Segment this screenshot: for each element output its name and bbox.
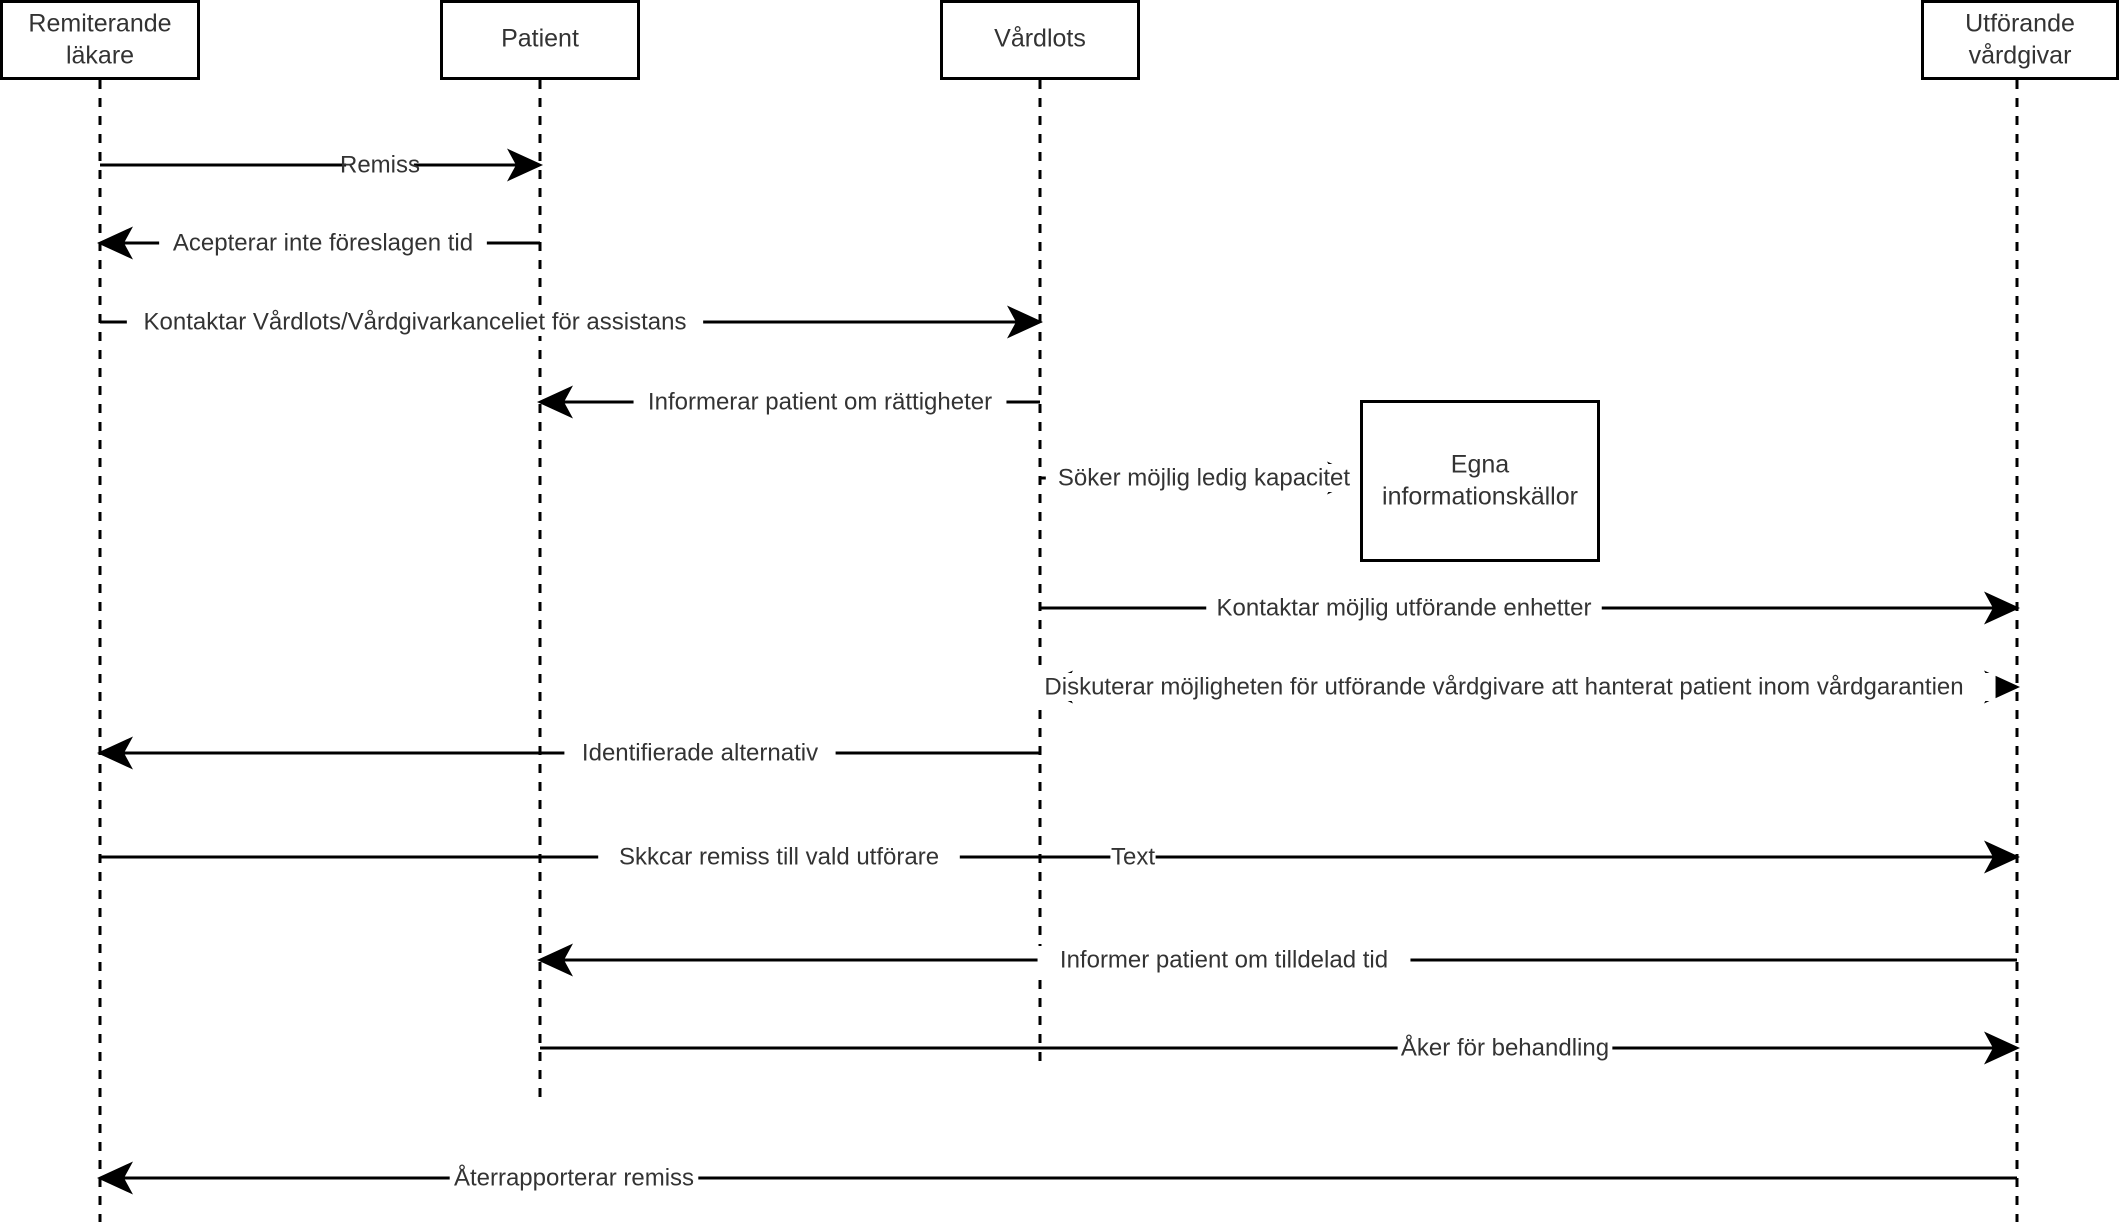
actor-label-utforande-line2: vårdgivar	[1969, 42, 2072, 70]
entity-label-egna-informationskallor: Egna	[1451, 451, 1509, 479]
lifelines-layer	[98, 80, 2019, 1222]
actor-box-utforande[interactable]: Utförande vårdgivar	[1921, 0, 2119, 80]
actors-layer: Remiterande läkare Patient Vårdlots Utförand…	[0, 0, 2119, 80]
entity-box-egna-informationskallor[interactable]: Egna informationskällor	[1360, 400, 1600, 562]
message-label-m1: Remiss	[340, 151, 420, 178]
entity-box-rect-egna-informationskallor	[1360, 400, 1600, 562]
message-m1[interactable]: Remiss	[100, 148, 543, 182]
message-label-backdrop-m9	[598, 843, 960, 871]
actor-box-remiterande[interactable]: Remiterande läkare	[0, 0, 200, 80]
message-label-m5: Söker möjlig ledig kapacitet	[1058, 464, 1350, 491]
entity-label-egna-informationskallor-line2: informationskällor	[1382, 483, 1578, 511]
message-label-m2: Acepterar inte föreslagen tid	[173, 229, 473, 256]
message-label-m10: Informer patient om tilldelad tid	[1060, 946, 1388, 973]
message-label-backdrop-m11	[1397, 1034, 1613, 1062]
message-m9b[interactable]: Text	[1110, 843, 1156, 871]
message-label-m8: Identifierade alternativ	[582, 739, 818, 766]
message-label-m3: Kontaktar Vårdlots/Vårdgivarkanceliet fö…	[144, 308, 687, 335]
actor-box-rect-vardlots	[940, 0, 1140, 80]
actor-box-rect-utforande	[1921, 0, 2119, 80]
actor-label-remiterande: Remiterande	[28, 10, 171, 38]
actor-box-patient[interactable]: Patient	[440, 0, 640, 80]
message-label-backdrop-m5	[1045, 464, 1363, 492]
message-label-m7: Diskuterar möjligheten för utförande vår…	[1044, 673, 1963, 700]
actor-label-utforande: Utförande	[1965, 10, 2075, 38]
message-m11[interactable]: Åker för behandling	[540, 1031, 2020, 1065]
message-m3[interactable]: Kontaktar Vårdlots/Vårdgivarkanceliet fö…	[100, 305, 1043, 339]
message-m12[interactable]: Återrapporterar remiss	[97, 1161, 2017, 1195]
actor-box-vardlots[interactable]: Vårdlots	[940, 0, 1140, 80]
actor-label-patient: Patient	[501, 25, 579, 53]
message-label-backdrop-m8	[564, 739, 836, 767]
message-m2[interactable]: Acepterar inte föreslagen tid	[97, 226, 540, 260]
message-m10[interactable]: Informer patient om tilldelad tid	[537, 943, 2017, 977]
message-m6[interactable]: Kontaktar möjlig utförande enhetter	[1040, 591, 2020, 625]
actor-label-remiterande-line2: läkare	[66, 42, 134, 70]
message-label-backdrop-m4	[633, 388, 1007, 416]
actor-box-rect-patient	[440, 0, 640, 80]
message-label-m6: Kontaktar möjlig utförande enhetter	[1217, 594, 1592, 621]
message-label-backdrop-m3	[126, 308, 704, 336]
message-label-backdrop-m2	[159, 229, 487, 257]
message-label-m9: Skkcar remiss till vald utförare	[619, 843, 939, 870]
message-label-m4: Informerar patient om rättigheter	[648, 388, 992, 415]
message-label-backdrop-m7	[1012, 673, 1996, 701]
message-label-m12: Återrapporterar remiss	[454, 1163, 694, 1191]
message-m7[interactable]: Diskuterar möjligheten för utförande vår…	[1012, 670, 2020, 704]
message-label-m9b: Text	[1111, 843, 1155, 870]
message-label-backdrop-m6	[1206, 594, 1602, 622]
message-m9[interactable]: Skkcar remiss till vald utförare	[100, 840, 2020, 874]
actor-box-rect-remiterande	[0, 0, 200, 80]
message-m8[interactable]: Identifierade alternativ	[97, 736, 1040, 770]
message-m4[interactable]: Informerar patient om rättigheter	[537, 385, 1040, 419]
message-label-backdrop-m12	[449, 1164, 699, 1192]
actor-label-vardlots: Vårdlots	[994, 25, 1086, 53]
message-label-m11: Åker för behandling	[1401, 1033, 1609, 1061]
entities-layer: Egna informationskällor	[1360, 400, 1600, 562]
message-label-backdrop-m9b	[1110, 843, 1156, 871]
message-label-backdrop-m10	[1037, 946, 1411, 974]
message-m5[interactable]: Söker möjlig ledig kapacitet	[1040, 461, 1363, 495]
message-label-backdrop-m1	[346, 151, 414, 179]
